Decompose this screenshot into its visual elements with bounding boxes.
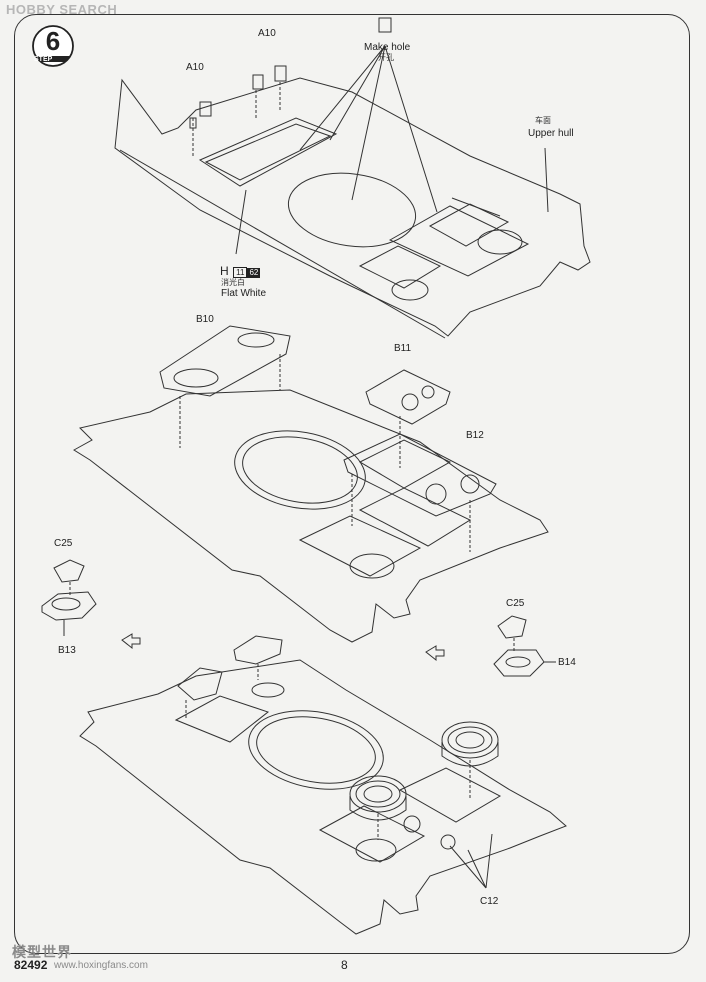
bottom-watermark: 模型世界 [12, 945, 72, 961]
step-badge-icon [32, 25, 74, 67]
label-b13: B13 [58, 645, 76, 656]
label-b14: B14 [558, 657, 576, 668]
b14-c25-parts [493, 615, 556, 677]
product-code: 82492 [14, 958, 48, 972]
label-c25-left: C25 [54, 538, 73, 549]
bottom-watermark-url: www.hoxingfans.com [54, 960, 148, 971]
middle-hull-drawing [73, 325, 549, 643]
label-c25-right: C25 [506, 598, 525, 609]
step-number: 6 [45, 26, 61, 56]
b13-c25-parts [41, 559, 97, 636]
upper-hull-drawing [114, 17, 591, 339]
paint-name-cn: 消光白 [221, 278, 245, 287]
label-c12: C12 [480, 896, 499, 907]
label-make-hole-cn: 开孔 [378, 53, 394, 62]
label-make-hole: Make hole [364, 42, 411, 53]
label-b11: B11 [394, 343, 412, 354]
label-upper-hull-cn: 车面 [535, 116, 551, 125]
lower-hull-drawing [79, 635, 567, 935]
paint-code-11: 11 [233, 267, 248, 278]
paint-h-label: H [220, 264, 229, 278]
arrow-left-2 [425, 645, 445, 662]
paint-code-62: 62 [247, 268, 261, 278]
arrow-left-1 [121, 633, 141, 650]
label-upper-hull: Upper hull [528, 128, 574, 139]
hobbysearch-watermark: HOBBY SEARCH [6, 2, 118, 17]
page-frame [14, 14, 690, 954]
step-word: STEP [34, 56, 53, 63]
label-a10-top: A10 [258, 28, 276, 39]
label-b10: B10 [196, 314, 214, 325]
page-number: 8 [341, 958, 348, 972]
label-b12: B12 [466, 430, 484, 441]
label-a10-left: A10 [186, 62, 204, 73]
step-badge: 6 STEP [30, 24, 76, 70]
paint-name-en: Flat White [221, 288, 267, 299]
